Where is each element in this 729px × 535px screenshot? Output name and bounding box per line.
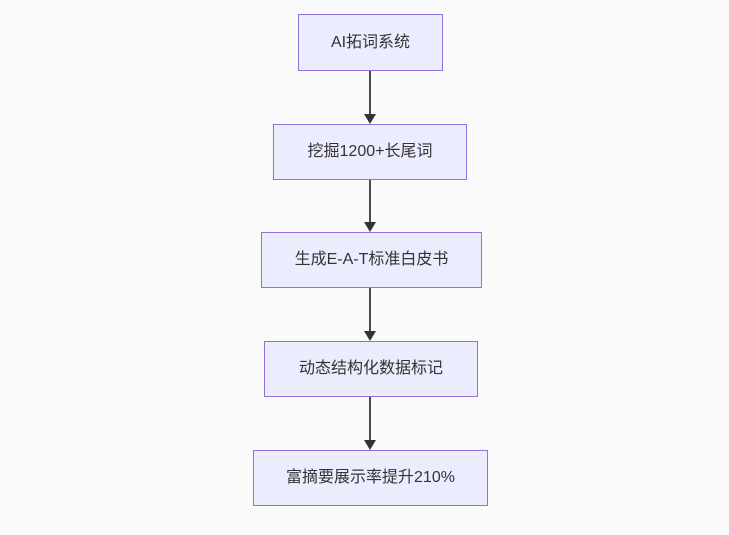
flow-node-eat-whitepaper: 生成E-A-T标准白皮书 <box>261 232 482 288</box>
flow-arrow-3 <box>363 288 377 341</box>
flow-node-rich-snippet-result: 富摘要展示率提升210% <box>253 450 488 506</box>
arrow-line <box>369 71 371 114</box>
flow-arrow-1 <box>363 71 377 124</box>
flow-node-label: 挖掘1200+长尾词 <box>307 143 433 160</box>
flow-arrow-4 <box>363 397 377 450</box>
flow-arrow-2 <box>363 180 377 232</box>
flow-node-structured-data-markup: 动态结构化数据标记 <box>264 341 478 397</box>
flow-node-longtail-mining: 挖掘1200+长尾词 <box>273 124 467 180</box>
flow-node-ai-keyword-system: AI拓词系统 <box>298 14 443 71</box>
arrow-line <box>369 288 371 331</box>
flow-node-label: 富摘要展示率提升210% <box>286 469 455 486</box>
arrow-line <box>369 397 371 440</box>
flow-node-label: AI拓词系统 <box>330 33 411 51</box>
flow-node-label: 动态结构化数据标记 <box>298 360 443 377</box>
arrowhead-down-icon <box>364 440 376 450</box>
flow-node-label: 生成E-A-T标准白皮书 <box>294 251 449 268</box>
arrowhead-down-icon <box>364 114 376 124</box>
arrowhead-down-icon <box>364 222 376 232</box>
arrowhead-down-icon <box>364 331 376 341</box>
arrow-line <box>369 180 371 222</box>
